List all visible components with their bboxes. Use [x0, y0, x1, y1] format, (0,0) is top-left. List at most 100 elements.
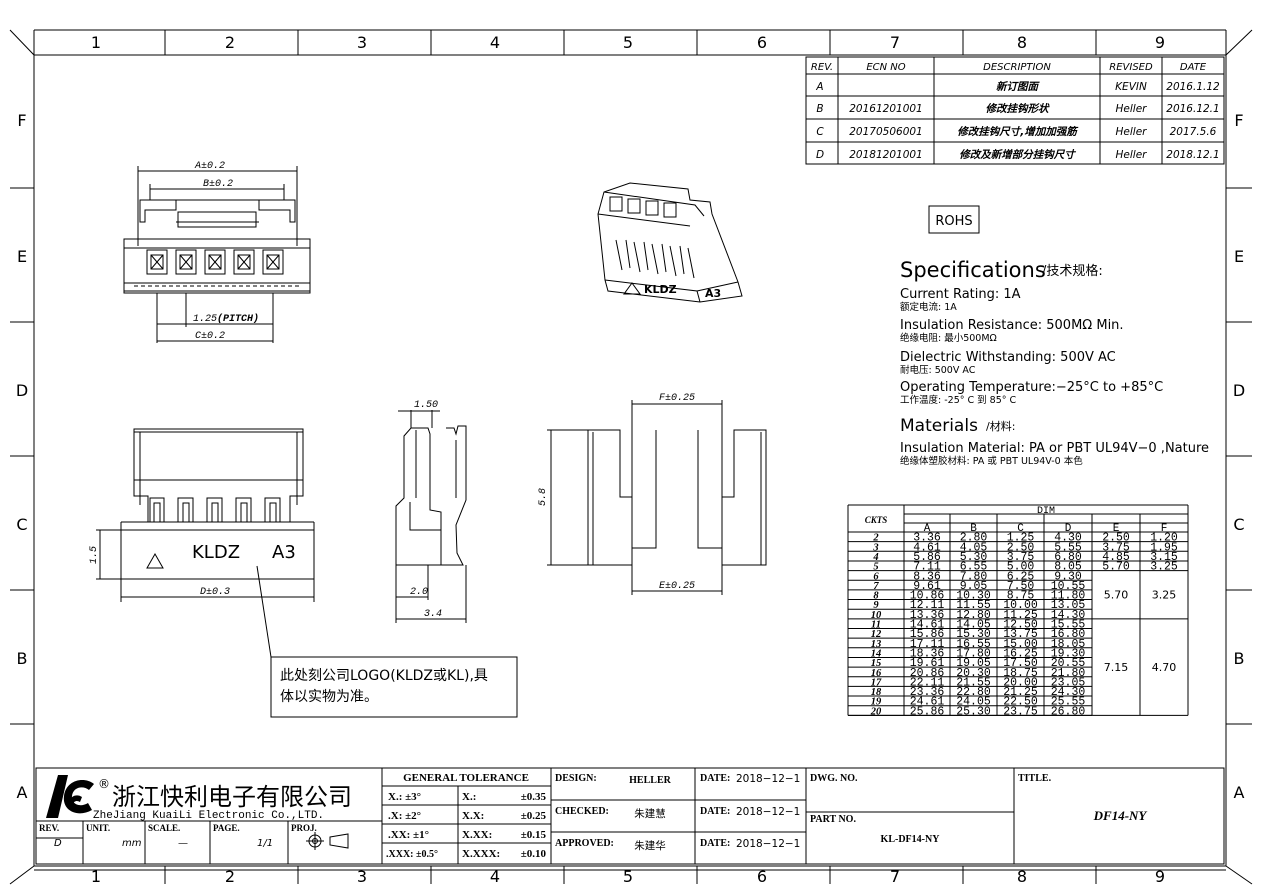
table-header-ckts: CKTS: [865, 515, 888, 525]
table-ckts-cell: 13: [871, 639, 882, 650]
rev-header-ecn: ECN NO: [866, 62, 905, 73]
table-cell: 19.05: [956, 657, 991, 670]
table-cell: 8.36: [913, 570, 941, 583]
zone-col-9-bottom: 9: [1155, 867, 1165, 886]
table-cell: 2.80: [960, 532, 988, 545]
table-ckts-cell: 2: [872, 533, 879, 544]
dim-pitch: 1.25: [193, 314, 217, 325]
tol-linear-value-1: ±0.25: [521, 810, 547, 822]
table-cell: 11.80: [1051, 590, 1086, 603]
table-cell: 3.75: [1102, 541, 1130, 554]
table-cell: 15.55: [1051, 619, 1086, 632]
rev-header-description: DESCRIPTION: [983, 62, 1051, 73]
table-cell: 22.50: [1003, 696, 1038, 709]
rev-row-cell: 20161201001: [849, 103, 923, 115]
table-cell: 5.30: [960, 551, 988, 564]
date-label-design: DATE:: [700, 773, 730, 784]
rohs-label: ROHS: [935, 214, 972, 229]
zone-labels: 1 2 3 4 5 6 7 8 9 1 2 3 4 5 6 7 8 9 F E …: [16, 33, 1245, 886]
rear-view: [547, 400, 767, 595]
unit-value: mm: [122, 838, 142, 849]
table-cell: 10.00: [1003, 599, 1038, 612]
rev-row-cell: 2018.12.1: [1166, 149, 1219, 161]
tol-angle-1: .X: ±2°: [388, 810, 421, 822]
table-cell: 4.85: [1102, 551, 1130, 564]
table-cell: 8.75: [1007, 590, 1035, 603]
table-cell: 23.05: [1051, 676, 1086, 689]
zone-row-E-right: E: [1234, 247, 1244, 266]
table-cell: 18.75: [1003, 667, 1038, 680]
table-cell: 24.05: [956, 696, 991, 709]
title-label: TITLE.: [1018, 773, 1052, 784]
dim-height-1-5: 1.5: [89, 546, 100, 564]
table-cell: 15.30: [956, 628, 991, 641]
zone-col-5: 5: [623, 33, 633, 52]
rev-row-cell: 2017.5.6: [1170, 126, 1217, 138]
table-cell: 21.55: [956, 676, 991, 689]
zone-row-B: B: [17, 649, 28, 668]
zone-col-6-bottom: 6: [757, 867, 767, 886]
spec-current-cn: 额定电流: 1A: [900, 301, 957, 313]
table-cell: 3.25: [1150, 561, 1178, 574]
table-ckts-cell: 9: [873, 600, 879, 611]
material-cn: 绝缘体塑胶材料: PA 或 PBT UL94V-0 本色: [900, 455, 1083, 467]
table-cell: 12.50: [1003, 619, 1038, 632]
tol-linear-value-0: ±0.35: [521, 791, 547, 803]
table-cell: 11.55: [956, 599, 991, 612]
table-cell: 4.61: [913, 541, 941, 554]
spec-insulation-en: Insulation Resistance: 500MΩ Min.: [900, 318, 1124, 333]
zone-row-B-right: B: [1234, 649, 1245, 668]
dim-c: C±0.2: [195, 331, 225, 342]
rev-header-revised: REVISED: [1109, 62, 1153, 73]
rev-row-cell: 2016.1.12: [1166, 81, 1220, 93]
tol-linear-label-2: X.XX:: [462, 829, 492, 841]
scale-value: —: [178, 838, 188, 849]
zone-row-F: F: [17, 111, 26, 130]
dim-3-4: 3.4: [424, 609, 442, 620]
checked-label: CHECKED:: [555, 806, 609, 817]
spec-temperature-cn: 工作温度: -25° C 到 85° C: [900, 394, 1017, 406]
table-cell: 4.30: [1054, 532, 1082, 545]
table-cell: 10.86: [910, 590, 945, 603]
table-cell: 18.05: [1051, 638, 1086, 651]
table-cell: 8.05: [1054, 561, 1082, 574]
dim-d: D±0.3: [200, 587, 230, 598]
table-cell: 16.55: [956, 638, 991, 651]
dim-pitch-label: (PITCH): [217, 313, 259, 325]
rev-label: REV.: [39, 823, 59, 833]
title-block: [35, 767, 1225, 865]
table-cell: 12.80: [956, 609, 991, 622]
table-cell: 5.55: [1054, 541, 1082, 554]
zone-row-A-right: A: [1234, 783, 1245, 802]
table-cell: 17.80: [956, 647, 991, 660]
dim-e: E±0.25: [659, 581, 695, 592]
table-header-dim: DIM: [1037, 506, 1055, 517]
materials-title: Materials: [900, 416, 978, 436]
zone-col-4: 4: [490, 33, 500, 52]
date-label-approved: DATE:: [700, 838, 730, 849]
front-model: A3: [272, 542, 296, 563]
dim-2-0: 2.0: [410, 587, 428, 598]
table-cell: 6.25: [1007, 570, 1035, 583]
table-cell: 19.30: [1051, 647, 1086, 660]
table-cell: 9.30: [1054, 570, 1082, 583]
part-no-value: KL-DF14-NY: [881, 834, 941, 845]
tol-linear-label-0: X.:: [462, 791, 476, 803]
table-group-e: 5.70: [1104, 589, 1129, 602]
zone-col-4-bottom: 4: [490, 867, 500, 886]
table-cell: 7.11: [913, 561, 941, 574]
table-cell: 6.80: [1054, 551, 1082, 564]
registered-mark: ®: [98, 777, 110, 791]
zone-col-2: 2: [225, 33, 235, 52]
table-cell: 1.20: [1150, 532, 1178, 545]
spec-temperature-en: Operating Temperature:−25°C to +85°C: [900, 380, 1163, 395]
table-group-f: 4.70: [1152, 661, 1177, 674]
table-cell: 24.30: [1051, 686, 1086, 699]
date-approved: 2018−12−1: [736, 838, 800, 850]
table-cell: 9.05: [960, 580, 988, 593]
table-cell: 2.50: [1007, 541, 1035, 554]
zone-col-3-bottom: 3: [357, 867, 367, 886]
tol-linear-value-3: ±0.10: [521, 848, 547, 860]
